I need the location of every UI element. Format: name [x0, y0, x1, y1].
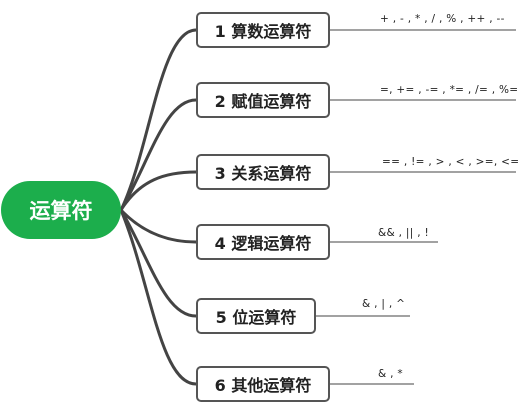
branch-label: 6 其他运算符 [214, 376, 312, 395]
branch-label: 3 关系运算符 [214, 164, 312, 183]
branch-label: 5 位运算符 [215, 308, 297, 327]
branch-label: 1 算数运算符 [214, 22, 312, 41]
branch-node-6: 6 其他运算符 [196, 366, 330, 402]
branch-label: 4 逻辑运算符 [214, 234, 312, 253]
root-label: 运算符 [29, 199, 93, 223]
operators-4: && , || , ! [378, 227, 429, 239]
connector-2 [119, 98, 198, 212]
connector-5 [119, 208, 198, 318]
operators-5: & , | , ^ [362, 298, 406, 310]
connector-6 [119, 208, 198, 386]
connector-4 [119, 208, 198, 244]
branch-node-2: 2 赋值运算符 [196, 82, 330, 118]
operators-6: & , * [378, 368, 403, 380]
operators-2: =, += , -= , *= , /= , %= [380, 84, 519, 96]
branch-node-4: 4 逻辑运算符 [196, 224, 330, 260]
operators-3: == , != , > , < , >=, <= [382, 156, 520, 168]
branch-node-3: 3 关系运算符 [196, 154, 330, 190]
connector-1 [119, 28, 198, 212]
connector-3 [119, 170, 198, 212]
branch-label: 2 赋值运算符 [214, 92, 312, 111]
operators-1: + , - , * , / , % , ++ , -- [380, 13, 505, 25]
root-node: 运算符 [1, 181, 121, 239]
branch-node-5: 5 位运算符 [196, 298, 316, 334]
branch-node-1: 1 算数运算符 [196, 12, 330, 48]
